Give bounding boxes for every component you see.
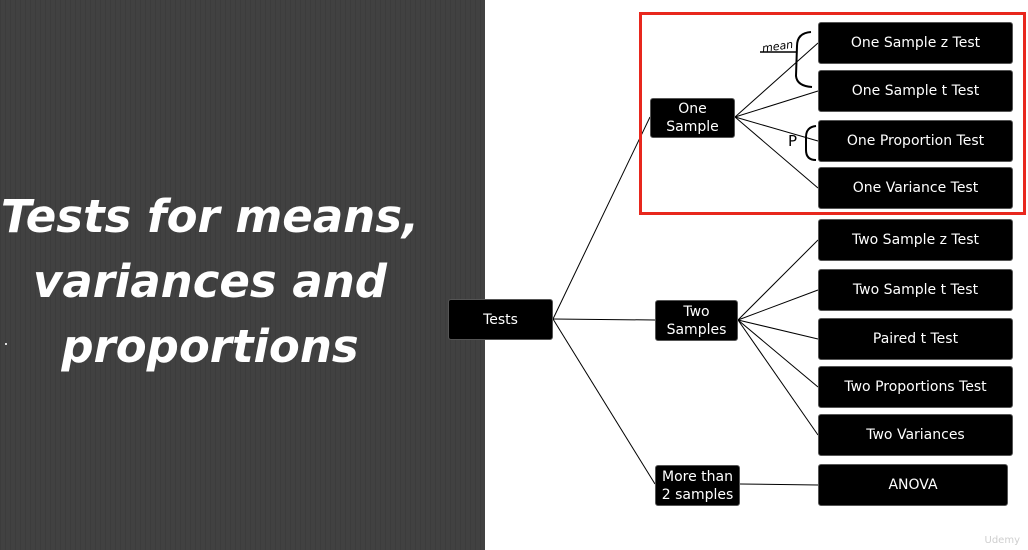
connector-two-var [737,319,819,436]
anova-node: ANOVA [818,464,1008,506]
two-sample-t-test-node: Two Sample t Test [818,269,1013,311]
mean-bracket-mark [794,31,813,88]
one-variance-test-node: One Variance Test [818,167,1013,209]
watermark: Udemy [984,535,1020,546]
connector-root-one-sample [552,116,651,320]
one-proportion-test-label: One Proportion Test [846,133,985,149]
two-proportions-test-node: Two Proportions Test [818,366,1013,408]
two-sample-t-test-label: Two Sample t Test [852,282,979,298]
one-proportion-test-node: One Proportion Test [818,120,1013,162]
proportion-annotation: P [788,132,798,150]
one-sample-label: One Sample [666,101,719,135]
connector-one-var [734,116,819,189]
connector-more-anova [739,483,819,486]
connector-one-t [734,90,819,118]
proportion-bracket-mark [805,125,817,161]
connector-root-more-than-two [552,318,656,485]
more-than-two-samples-label: More than 2 samples [661,468,734,503]
one-sample-z-test-label: One Sample z Test [850,35,981,51]
connector-root-two-samples [552,318,656,321]
connector-two-t [737,289,819,321]
connector-two-z [737,239,819,321]
two-variances-node: Two Variances [818,414,1013,456]
one-sample-highlight-box [639,12,1026,215]
title-panel: Tests for means, variances and proportio… [0,0,485,550]
two-samples-label: Two Samples [666,303,727,338]
connector-one-z [734,42,819,118]
paired-t-test-node: Paired t Test [818,318,1013,360]
paired-t-test-label: Paired t Test [872,331,959,347]
tests-root-label: Tests [483,311,518,328]
two-sample-z-test-label: Two Sample z Test [851,232,979,248]
title-line-2: variances and [33,255,387,308]
connector-two-paired [737,319,819,340]
title-line-1: Tests for means, [0,190,420,243]
two-sample-z-test-node: Two Sample z Test [818,219,1013,261]
two-samples-node: Two Samples [655,300,738,341]
connector-one-prop [734,116,819,142]
connector-two-prop [737,319,819,388]
more-than-two-samples-node: More than 2 samples [655,465,740,506]
one-sample-t-test-label: One Sample t Test [851,83,980,99]
tests-root-node: Tests [448,299,553,340]
one-sample-node: One Sample [650,98,735,138]
one-sample-t-test-node: One Sample t Test [818,70,1013,112]
anova-label: ANOVA [888,477,938,493]
slide-title: Tests for means, variances and proportio… [0,184,420,379]
cursor-dot [5,343,7,345]
one-sample-z-test-node: One Sample z Test [818,22,1013,64]
two-proportions-test-label: Two Proportions Test [844,379,987,395]
title-line-3: proportions [61,320,359,373]
two-variances-label: Two Variances [866,427,965,443]
one-variance-test-label: One Variance Test [852,180,979,196]
